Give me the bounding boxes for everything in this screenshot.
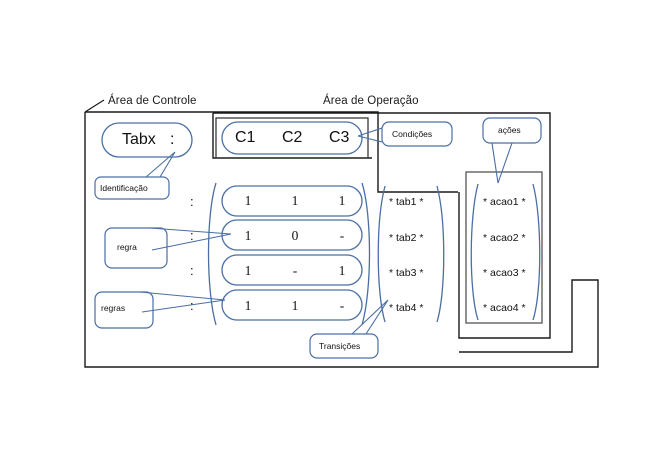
condicoes-callout-tail bbox=[357, 127, 383, 143]
rule-capsule bbox=[221, 289, 363, 321]
identification-capsule bbox=[101, 122, 193, 158]
rules-bracket bbox=[207, 182, 217, 326]
transicoes-callout-label: Transições bbox=[319, 341, 361, 351]
transition-item: * tab1 * bbox=[389, 196, 424, 208]
rule-row-colon: : bbox=[190, 194, 194, 209]
rule-cell: 1 bbox=[338, 263, 346, 278]
regras-callout-tail bbox=[139, 291, 226, 313]
condition-header-c2: C2 bbox=[282, 129, 303, 146]
rule-row-colon: : bbox=[190, 263, 194, 278]
rule-cell: - bbox=[292, 263, 298, 278]
conditions-capsule bbox=[221, 121, 363, 155]
identification-colon: : bbox=[170, 131, 175, 148]
transition-item: * tab4 * bbox=[389, 302, 424, 314]
rule-capsule bbox=[221, 185, 363, 217]
condicoes-callout-box bbox=[381, 121, 453, 147]
regra-callout-label: regra bbox=[117, 242, 137, 252]
rules-bracket-right bbox=[361, 182, 371, 326]
actions-bracket-right bbox=[532, 183, 541, 321]
rule-cell: 1 bbox=[244, 298, 252, 313]
acoes-callout-label: ações bbox=[498, 125, 521, 135]
control-area-frame bbox=[84, 111, 599, 368]
rule-row-colon: : bbox=[190, 298, 194, 313]
rule-cell: 1 bbox=[244, 263, 252, 278]
rule-cell: 1 bbox=[291, 193, 299, 208]
regra-callout-box bbox=[104, 227, 168, 269]
operation-area-title: Área de Operação bbox=[323, 95, 419, 107]
condicoes-callout-label: Condições bbox=[392, 129, 433, 139]
rule-cell: - bbox=[339, 298, 345, 313]
rule-capsule bbox=[221, 219, 363, 251]
action-item: * acao1 * bbox=[483, 196, 526, 208]
transitions-bracket bbox=[377, 185, 386, 323]
transition-item: * tab3 * bbox=[389, 267, 424, 279]
transicoes-callout-tail bbox=[351, 299, 389, 335]
rule-cell: 1 bbox=[244, 193, 252, 208]
action-item: * acao3 * bbox=[483, 267, 526, 279]
rule-cell: - bbox=[339, 228, 345, 243]
regras-callout-label: regras bbox=[101, 303, 126, 313]
identificacao-callout-label: Identificação bbox=[100, 183, 148, 193]
rule-cell: 1 bbox=[338, 193, 346, 208]
rule-cell: 1 bbox=[291, 298, 299, 313]
identificacao-callout-box bbox=[94, 176, 170, 200]
rule-cell: 0 bbox=[291, 228, 299, 243]
acoes-callout-box bbox=[482, 117, 542, 144]
condition-header-c3: C3 bbox=[329, 129, 350, 146]
control-area-leader bbox=[84, 99, 105, 113]
transitions-bracket-right bbox=[436, 185, 445, 323]
acoes-callout-tail bbox=[491, 142, 513, 184]
actions-frame bbox=[465, 171, 543, 324]
transition-item: * tab2 * bbox=[389, 232, 424, 244]
actions-bracket bbox=[470, 183, 479, 321]
identificacao-callout-tail bbox=[145, 151, 176, 178]
transicoes-callout-box bbox=[309, 333, 379, 359]
rule-cell: 1 bbox=[244, 228, 252, 243]
condition-header-c1: C1 bbox=[235, 129, 256, 146]
rule-capsule bbox=[221, 254, 363, 286]
regra-callout-tail bbox=[149, 227, 232, 251]
rule-row-colon: : bbox=[190, 228, 194, 243]
action-item: * acao2 * bbox=[483, 232, 526, 244]
control-area-title: Área de Controle bbox=[108, 95, 197, 107]
identification-label: Tabx bbox=[122, 131, 156, 148]
action-item: * acao4 * bbox=[483, 302, 526, 314]
